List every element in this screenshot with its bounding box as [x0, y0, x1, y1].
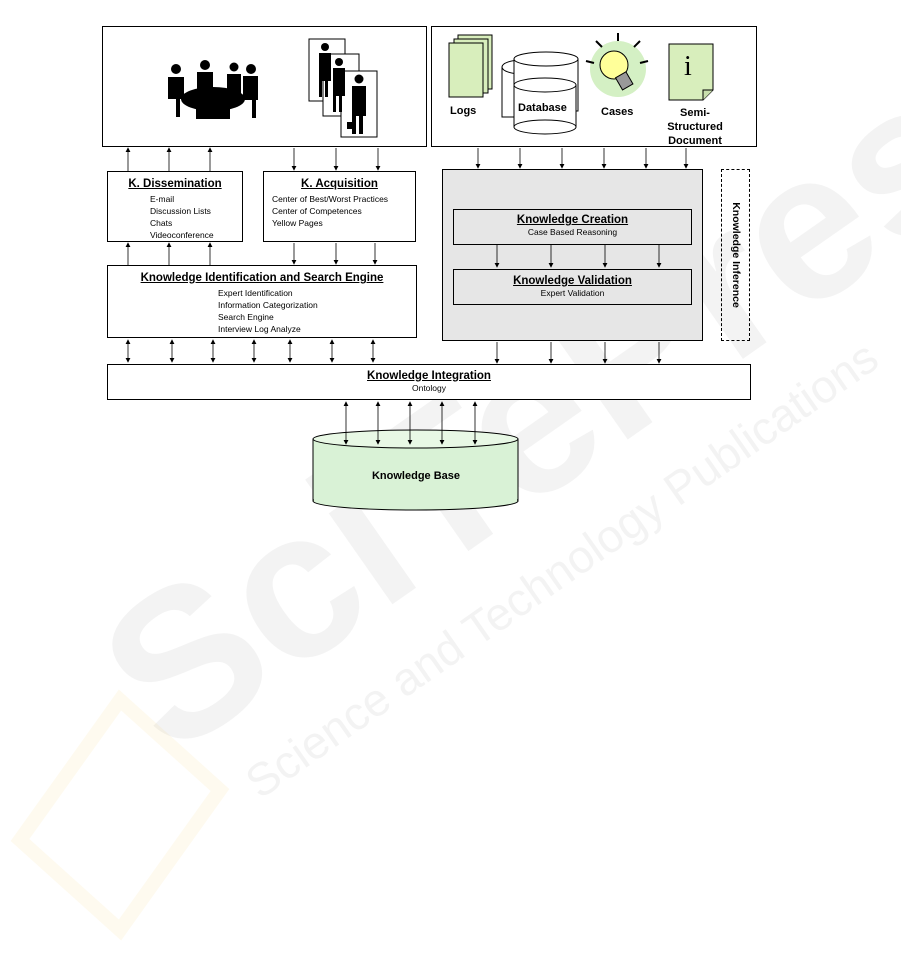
creation-title: Knowledge Creation: [516, 214, 629, 226]
inference-label: Knowledge Inference: [729, 202, 742, 308]
dissemination-items: E-mail Discussion Lists Chats Videoconfe…: [150, 193, 214, 241]
creation-validation-panel: Knowledge Creation Case Based Reasoning …: [442, 169, 703, 341]
semi-structured-document-icon: i: [668, 43, 714, 101]
dissemination-item: Chats: [150, 218, 173, 228]
database-icon: [501, 51, 579, 135]
sources-panel: Logs Database Cases i Semi-Structured Do…: [431, 26, 757, 147]
semi-structured-label: Semi-Structured Document: [667, 107, 723, 147]
identification-items: Expert Identification Information Catego…: [218, 287, 318, 335]
identification-item: Search Engine: [218, 312, 274, 322]
people-panel: [102, 26, 427, 147]
dissemination-item: Discussion Lists: [150, 206, 211, 216]
validation-title: Knowledge Validation: [513, 275, 632, 287]
inference-box: Knowledge Inference: [721, 169, 750, 341]
info-icon: i: [684, 51, 692, 82]
dissemination-box: K. Dissemination E-mail Discussion Lists…: [107, 171, 243, 242]
cases-lightbulb-icon: [585, 33, 649, 97]
identification-item: Information Categorization: [218, 300, 318, 310]
validation-sub: Expert Validation: [540, 288, 605, 298]
logs-label: Logs: [450, 105, 477, 117]
knowledge-base-label: Knowledge Base: [371, 470, 461, 482]
logs-icon: [448, 34, 493, 98]
acquisition-box: K. Acquisition Center of Best/Worst Prac…: [263, 171, 416, 242]
watermark-logo-shape: [10, 689, 230, 941]
identification-title: Knowledge Identification and Search Engi…: [140, 272, 384, 284]
integration-box: Knowledge Integration Ontology: [107, 364, 751, 400]
database-label: Database: [518, 102, 567, 114]
acquisition-item: Yellow Pages: [272, 218, 323, 228]
knowledge-base-cylinder: [312, 429, 519, 511]
acquisition-title: K. Acquisition: [301, 178, 378, 190]
acquisition-item: Center of Best/Worst Practices: [272, 194, 389, 204]
business-people-icon: [308, 38, 378, 138]
identification-item: Interview Log Analyze: [218, 324, 301, 334]
dissemination-title: K. Dissemination: [128, 178, 222, 190]
integration-title: Knowledge Integration: [367, 370, 491, 382]
acquisition-item: Center of Competences: [272, 206, 362, 216]
dissemination-item: Videoconference: [150, 230, 214, 240]
identification-box: Knowledge Identification and Search Engi…: [107, 265, 417, 338]
identification-item: Expert Identification: [218, 288, 293, 298]
meeting-people-icon: [168, 60, 258, 119]
cases-label: Cases: [601, 106, 634, 118]
dissemination-item: E-mail: [150, 194, 175, 204]
integration-sub: Ontology: [411, 383, 447, 393]
validation-box: Knowledge Validation Expert Validation: [453, 269, 692, 305]
watermark-sub: Science and Technology Publications: [236, 330, 887, 808]
creation-box: Knowledge Creation Case Based Reasoning: [453, 209, 692, 245]
acquisition-items: Center of Best/Worst Practices Center of…: [272, 193, 388, 229]
creation-sub: Case Based Reasoning: [527, 227, 618, 237]
